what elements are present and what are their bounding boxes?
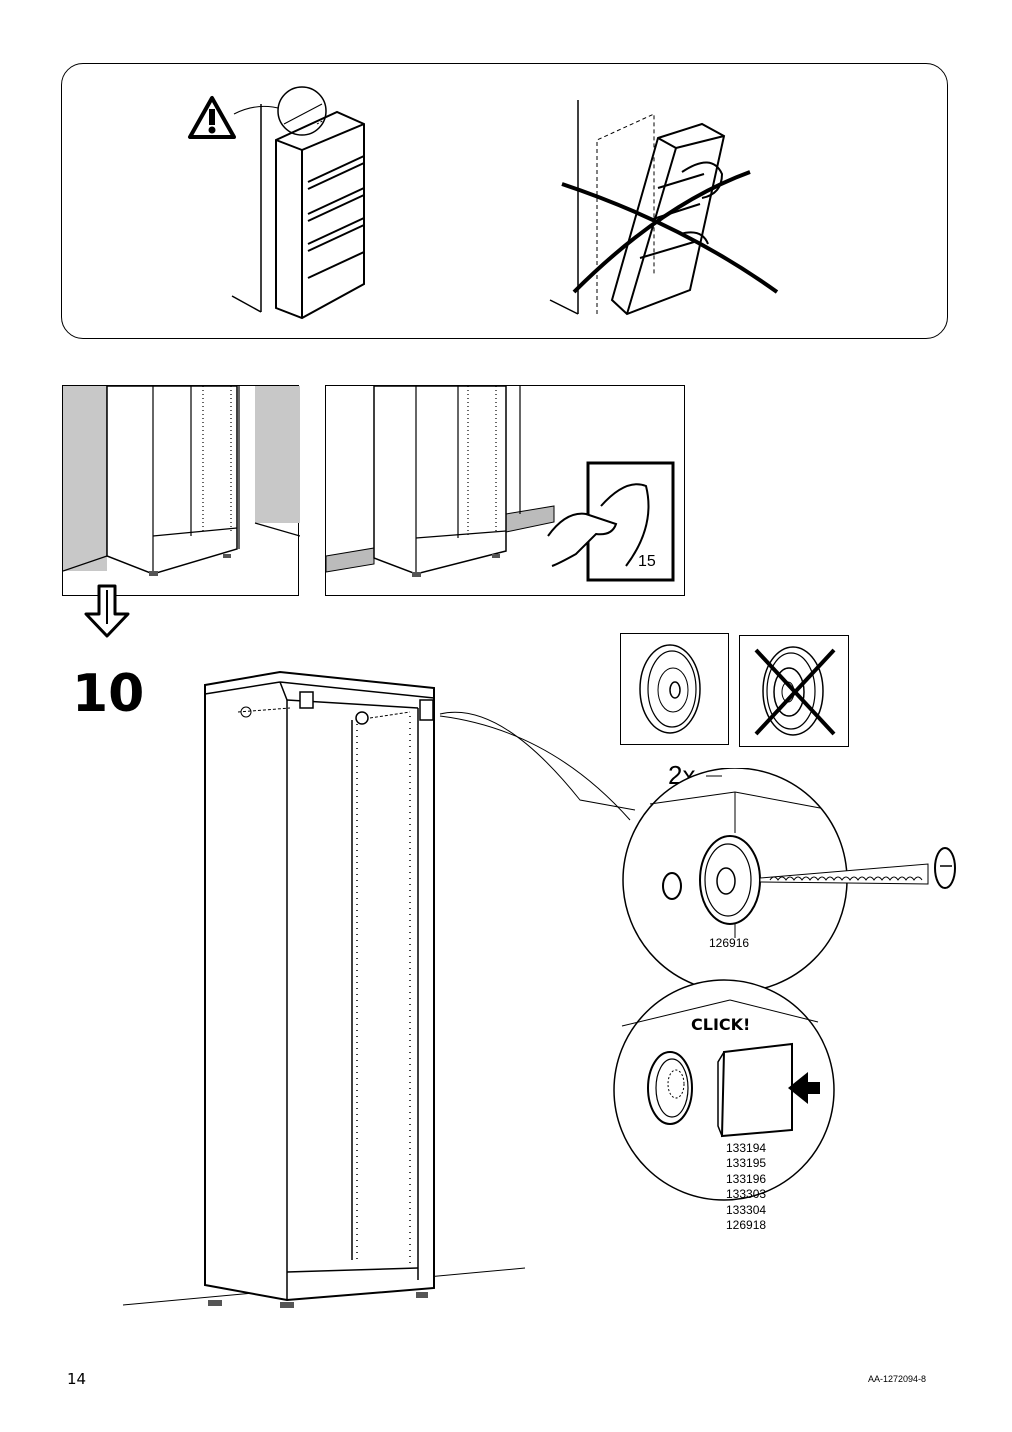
- detail-leader-lines: [439, 711, 636, 821]
- warning-illustration: [188, 86, 779, 320]
- bookcase-anchored: [275, 110, 365, 320]
- baseboard-adhesive-panel: [325, 385, 685, 596]
- cap-part-numbers: 133194 133195 133196 133303 133304 12691…: [726, 1141, 766, 1233]
- sticker-page-reference: 15: [638, 553, 656, 570]
- cover-cap-detail-circle: [613, 979, 835, 1201]
- cap-part-number: 133195: [726, 1156, 767, 1171]
- cap-part-number: 133303: [726, 1187, 767, 1202]
- wall-anchoring-warning-panel: [61, 63, 948, 339]
- baseboard-illustration: [325, 385, 675, 582]
- document-code: AA-1272094-8: [868, 1374, 927, 1384]
- adhesive-sticker-icon: [547, 461, 675, 582]
- screw-part-number: 126916: [709, 936, 750, 950]
- bookcase-tipping: [610, 122, 726, 316]
- cabinet-frame-illustration: [122, 670, 526, 1308]
- cap-part-number: 133196: [726, 1171, 767, 1186]
- cap-part-number: 133194: [726, 1141, 767, 1155]
- washer-correct-icon: [639, 644, 701, 734]
- washer-wrong-box: [739, 635, 849, 747]
- screw-detail-circle: [622, 768, 956, 993]
- step-number: 10: [72, 664, 145, 724]
- cap-part-number: 133304: [726, 1202, 767, 1217]
- frame-against-wall: [62, 385, 301, 576]
- warning-triangle-icon: [188, 96, 236, 139]
- page-number: 14: [67, 1370, 87, 1388]
- down-arrow-icon: [84, 584, 130, 638]
- click-label: CLICK!: [691, 1015, 751, 1034]
- cap-part-number: 126918: [726, 1218, 767, 1233]
- washer-wrong-icon: [754, 646, 836, 736]
- washer-correct-box: [620, 633, 729, 745]
- wall-with-frame-panel: [62, 385, 301, 596]
